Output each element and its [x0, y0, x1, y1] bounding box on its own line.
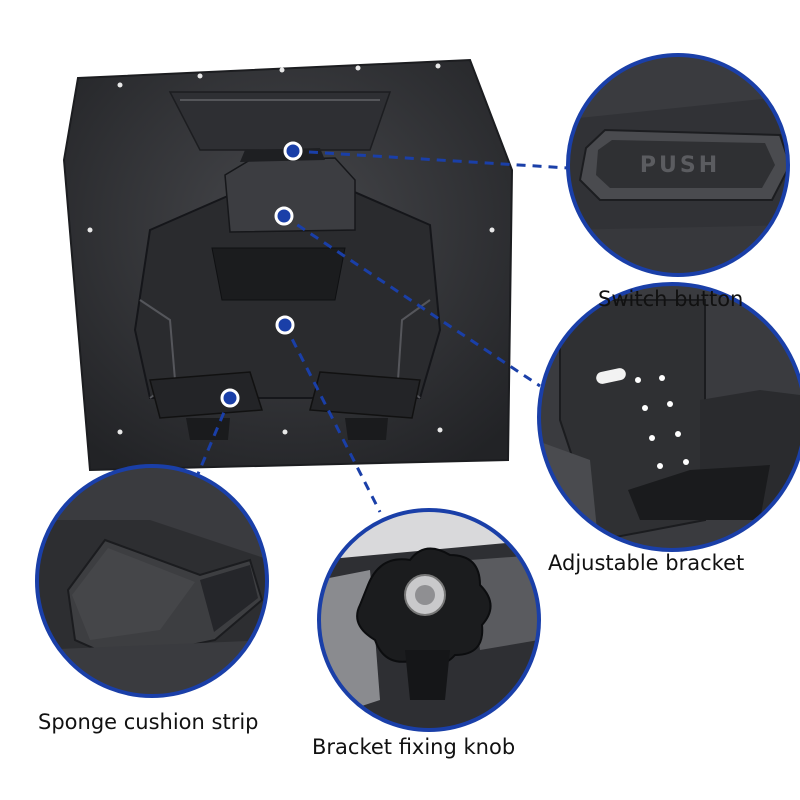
detail-fixing-knob: [317, 508, 541, 732]
label-bracket-fixing-knob: Bracket fixing knob: [312, 735, 516, 759]
marker-knob: [275, 315, 295, 335]
detail-sponge-cushion: [35, 464, 269, 698]
detail-switch-button: PUSH: [566, 53, 790, 277]
detail-adjustable-bracket: [537, 282, 800, 552]
push-text: PUSH: [640, 153, 720, 178]
marker-bracket-top: [274, 206, 294, 226]
label-sponge-cushion-strip: Sponge cushion strip: [38, 710, 259, 734]
marker-switch: [283, 141, 303, 161]
label-switch-button: Switch button: [598, 287, 744, 311]
screw-holes: [87, 63, 495, 435]
callout-markers: [220, 141, 303, 408]
marker-sponge: [220, 388, 240, 408]
dash-panel: [62, 58, 514, 472]
label-adjustable-bracket: Adjustable bracket: [548, 551, 745, 575]
